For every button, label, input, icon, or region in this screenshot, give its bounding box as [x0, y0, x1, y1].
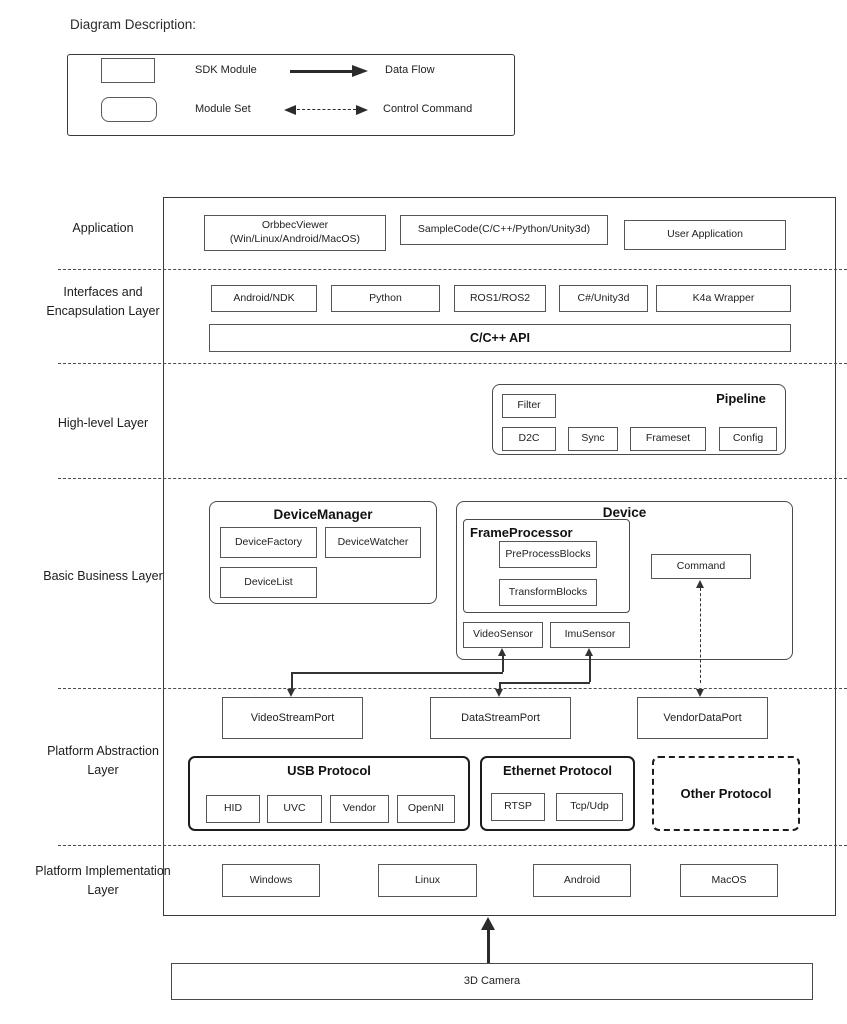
pre-process-blocks-box: PreProcessBlocks [499, 541, 597, 568]
other-protocol-title: Other Protocol [680, 786, 772, 801]
video-sensor-connector [502, 655, 504, 672]
d2c-box: D2C [502, 427, 556, 451]
basic-business-layer-label: Basic Business Layer [43, 569, 163, 583]
command-control-connector [700, 588, 701, 683]
control-command-arrow-icon [297, 109, 356, 110]
platform-abstraction-label-line1: Platform Abstraction [47, 744, 159, 758]
layer-separator [58, 363, 847, 364]
device-watcher-box: DeviceWatcher [325, 527, 421, 558]
sdk-module-swatch [101, 58, 155, 83]
ros-box: ROS1/ROS2 [454, 285, 546, 312]
interfaces-layer-label: Interfaces and Encapsulation Layer [18, 283, 188, 321]
legend-sdk-module-label: SDK Module [195, 64, 257, 76]
control-command-left-arrowhead-icon [284, 105, 296, 115]
sample-code-box: SampleCode(C/C++/Python/Unity3d) [400, 215, 608, 245]
hid-box: HID [206, 795, 260, 823]
main-diagram-frame [163, 197, 836, 916]
platform-implementation-label-line2: Layer [87, 882, 119, 897]
sync-box: Sync [568, 427, 618, 451]
platform-abstraction-label-line2: Layer [87, 762, 119, 777]
imu-sensor-arrowhead-icon [585, 648, 593, 656]
k4a-wrapper-box: K4a Wrapper [656, 285, 791, 312]
vendor-data-port-box: VendorDataPort [637, 697, 768, 739]
imu-sensor-connector [499, 682, 590, 684]
filter-box: Filter [502, 394, 556, 418]
control-command-right-arrowhead-icon [356, 105, 368, 115]
legend-title: Diagram Description: [70, 17, 197, 32]
device-factory-box: DeviceFactory [220, 527, 317, 558]
camera-arrowhead-icon [481, 917, 495, 930]
usb-protocol-title: USB Protocol [287, 763, 371, 778]
device-list-box: DeviceList [220, 567, 317, 598]
module-set-swatch [101, 97, 157, 122]
csharp-unity-box: C#/Unity3d [559, 285, 648, 312]
high-level-layer-label: High-level Layer [57, 416, 149, 430]
command-box: Command [651, 554, 751, 579]
data-stream-connector [499, 682, 501, 690]
device-manager-title: DeviceManager [273, 507, 373, 522]
camera-connector [487, 928, 491, 963]
video-stream-arrowhead-icon [287, 689, 295, 697]
platform-abstraction-layer-label: Platform Abstraction Layer [18, 742, 188, 780]
interfaces-layer-label-line1: Interfaces and [63, 285, 143, 299]
orbbec-viewer-box: OrbbecViewer (Win/Linux/Android/MacOS) [204, 215, 386, 251]
data-flow-arrow-icon [290, 69, 353, 73]
transform-blocks-box: TransformBlocks [499, 579, 597, 606]
openni-box: OpenNI [397, 795, 455, 823]
device-title: Device [602, 505, 647, 520]
data-flow-arrowhead-icon [352, 65, 368, 77]
camera-box: 3D Camera [171, 963, 813, 1000]
layer-separator [58, 688, 847, 689]
android-box: Android [533, 864, 631, 897]
video-stream-connector [291, 672, 293, 690]
video-sensor-connector [291, 672, 503, 674]
legend-control-command-label: Control Command [383, 103, 473, 115]
tcp-udp-box: Tcp/Udp [556, 793, 623, 821]
vendor-data-arrowhead-icon [696, 689, 704, 697]
windows-box: Windows [222, 864, 320, 897]
data-stream-port-box: DataStreamPort [430, 697, 571, 739]
imu-sensor-connector [589, 655, 591, 682]
frame-processor-title: FrameProcessor [470, 525, 573, 540]
video-stream-port-box: VideoStreamPort [222, 697, 363, 739]
legend-module-set-label: Module Set [195, 103, 251, 115]
orbbec-viewer-label-line1: OrbbecViewer [261, 219, 329, 232]
pipeline-title: Pipeline [716, 391, 766, 406]
linux-box: Linux [378, 864, 477, 897]
imu-sensor-box: ImuSensor [550, 622, 630, 648]
video-sensor-box: VideoSensor [463, 622, 543, 648]
layer-separator [58, 845, 847, 846]
python-box: Python [331, 285, 440, 312]
data-stream-arrowhead-icon [495, 689, 503, 697]
legend-data-flow-label: Data Flow [385, 64, 435, 76]
frameset-box: Frameset [630, 427, 706, 451]
orbbec-viewer-label-line2: (Win/Linux/Android/MacOS) [229, 233, 361, 245]
macos-box: MacOS [680, 864, 778, 897]
vendor-box: Vendor [330, 795, 389, 823]
platform-implementation-layer-label: Platform Implementation Layer [18, 862, 188, 900]
layer-separator [58, 269, 847, 270]
config-box: Config [719, 427, 777, 451]
user-application-box: User Application [624, 220, 786, 250]
uvc-box: UVC [267, 795, 322, 823]
video-sensor-arrowhead-icon [498, 648, 506, 656]
application-layer-label: Application [72, 221, 134, 235]
c-cpp-api-box: C/C++ API [209, 324, 791, 352]
android-ndk-box: Android/NDK [211, 285, 317, 312]
legend-box [67, 54, 515, 136]
command-arrowhead-icon [696, 580, 704, 588]
other-protocol-group: Other Protocol [652, 756, 800, 831]
platform-implementation-label-line1: Platform Implementation [35, 864, 171, 878]
interfaces-layer-label-line2: Encapsulation Layer [46, 303, 160, 318]
ethernet-protocol-title: Ethernet Protocol [502, 763, 613, 778]
rtsp-box: RTSP [491, 793, 545, 821]
layer-separator [58, 478, 847, 479]
